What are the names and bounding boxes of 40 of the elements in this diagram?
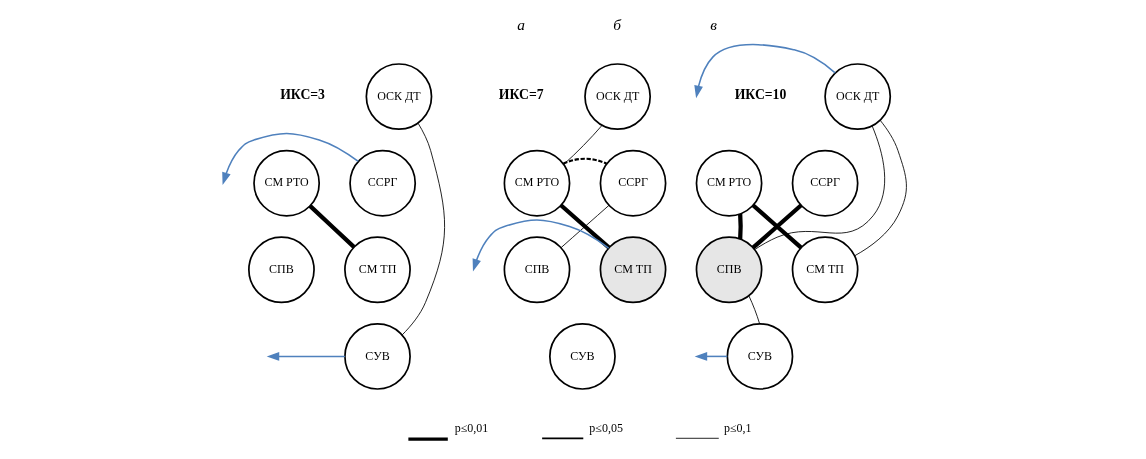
node-circle: СМ ТП — [599, 236, 667, 304]
label: в — [710, 16, 717, 34]
connector — [748, 295, 760, 325]
label: б — [613, 16, 622, 34]
legend-label: p≤0,05 — [589, 421, 623, 436]
label: ИКС=7 — [498, 86, 544, 102]
arrow — [694, 43, 836, 99]
connector — [308, 204, 356, 249]
node-circle: СМ РТО — [253, 149, 321, 217]
connector — [401, 122, 446, 336]
arrow — [472, 219, 610, 272]
arrow — [694, 352, 728, 361]
node-circle: ОСК ДТ — [584, 63, 652, 131]
node-circle: СПВ — [248, 236, 315, 304]
node-circle: ССРГ — [791, 149, 859, 217]
node-circle: СМ ТП — [344, 236, 411, 304]
connector — [751, 203, 803, 250]
node-circle: СУВ — [344, 322, 411, 390]
node-circle: ССРГ — [349, 149, 417, 217]
node-circle: СМ РТО — [503, 149, 571, 217]
node-circle: СУВ — [726, 322, 794, 390]
label: ИКС=10 — [734, 86, 787, 102]
node-circle: ОСК ДТ — [824, 63, 892, 131]
node-circle: СПВ — [695, 236, 763, 304]
arrow — [222, 132, 359, 185]
connector — [854, 119, 907, 257]
arrow — [266, 352, 346, 361]
node-circle: СМ ТП — [791, 236, 859, 304]
node-circle: СМ РТО — [695, 149, 763, 217]
node-circle: СПВ — [503, 236, 571, 304]
connector — [562, 157, 607, 165]
node-circle: ССРГ — [599, 149, 667, 217]
connector — [738, 213, 743, 240]
legend-label: p≤0,01 — [454, 421, 489, 436]
legend-label: p≤0,1 — [723, 421, 752, 436]
label: а — [517, 16, 525, 34]
node-circle: ОСК ДТ — [365, 63, 433, 131]
label: ИКС=3 — [280, 86, 325, 102]
connector — [754, 125, 886, 250]
node-circle: СУВ — [549, 322, 616, 390]
